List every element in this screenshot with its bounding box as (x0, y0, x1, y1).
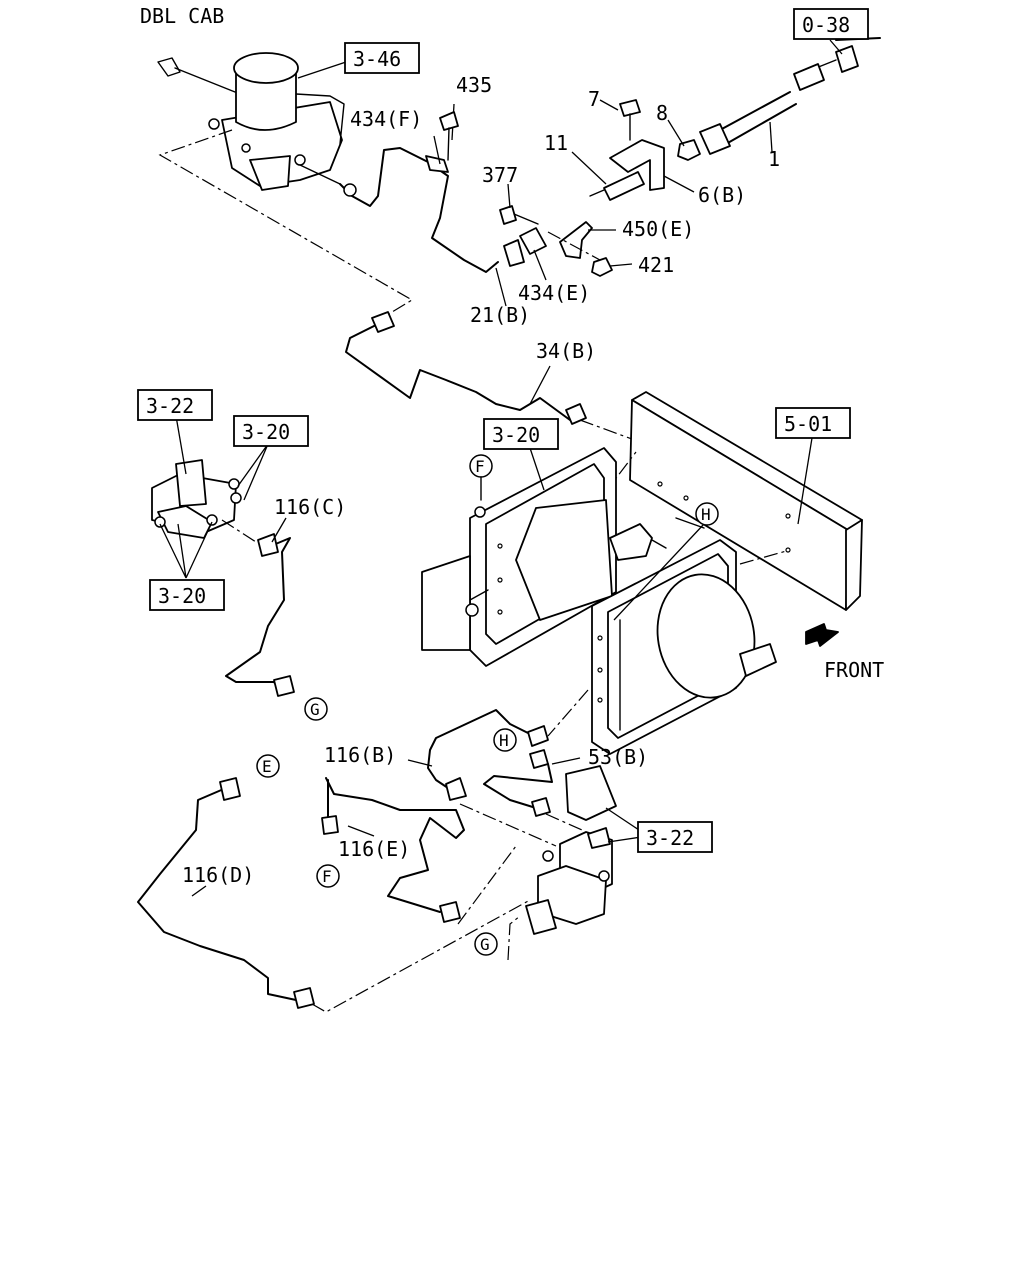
connector-11 (589, 171, 645, 201)
ref-box-3-20-lower[interactable]: 3-20 (149, 579, 225, 611)
svg-text:3-20: 3-20 (158, 584, 206, 608)
relay-valve-right (525, 765, 617, 935)
connector-marker-f-lower[interactable]: F (316, 864, 340, 888)
pipe-116c (225, 533, 295, 697)
svg-text:G: G (480, 935, 490, 954)
part-label-434f[interactable]: 434(F) (350, 107, 422, 131)
part-label-450e[interactable]: 450(E) (622, 217, 694, 241)
svg-text:3-46: 3-46 (353, 47, 401, 71)
svg-text:F: F (322, 867, 332, 886)
ref-box-3-20-tank[interactable]: 3-20 (483, 418, 559, 450)
holes (497, 481, 791, 703)
pipe-116e (321, 777, 465, 923)
svg-text:3-22: 3-22 (146, 394, 194, 418)
svg-text:0-38: 0-38 (802, 13, 850, 37)
ref-box-3-20-upper[interactable]: 3-20 (233, 415, 309, 447)
connector-marker-e[interactable]: E (256, 754, 280, 778)
connector-marker-g-left[interactable]: G (304, 697, 328, 721)
brake-hose-1 (699, 37, 881, 155)
ref-box-0-38[interactable]: 0-38 (793, 8, 869, 40)
ref-box-5-01[interactable]: 5-01 (775, 407, 851, 439)
part-label-7[interactable]: 7 (588, 87, 600, 111)
part-label-435[interactable]: 435 (456, 73, 492, 97)
part-label-21b[interactable]: 21(B) (470, 303, 530, 327)
connector-marker-h-lower[interactable]: H (493, 728, 517, 752)
part-label-116c[interactable]: 116(C) (274, 495, 346, 519)
pipe-21b (339, 147, 499, 273)
nut-8 (677, 139, 701, 161)
connector-marker-h-upper[interactable]: H (695, 502, 719, 526)
svg-text:5-01: 5-01 (784, 412, 832, 436)
front-arrow-icon (805, 623, 839, 647)
svg-text:H: H (701, 505, 711, 524)
part-label-8[interactable]: 8 (656, 101, 668, 125)
bolt-7 (619, 99, 641, 141)
diagram-title: DBL CAB (140, 4, 224, 28)
svg-text:3-20: 3-20 (242, 420, 290, 444)
ref-box-3-46[interactable]: 3-46 (344, 42, 420, 74)
nut-421 (591, 257, 613, 277)
pipe-116d (137, 777, 315, 1009)
part-label-53b[interactable]: 53(B) (588, 745, 648, 769)
part-label-6b[interactable]: 6(B) (698, 183, 746, 207)
bolt-435 (439, 111, 459, 161)
part-label-377[interactable]: 377 (482, 163, 518, 187)
svg-text:G: G (310, 700, 320, 719)
connector-marker-f-upper[interactable]: F (469, 454, 493, 501)
part-label-116b[interactable]: 116(B) (324, 743, 396, 767)
bolt-377 (499, 205, 539, 225)
part-label-421[interactable]: 421 (638, 253, 674, 277)
svg-text:3-22: 3-22 (646, 826, 694, 850)
part-label-116e[interactable]: 116(E) (338, 837, 410, 861)
ref-box-3-22-right[interactable]: 3-22 (637, 821, 713, 853)
front-label: FRONT (824, 658, 884, 682)
part-label-116d[interactable]: 116(D) (182, 863, 254, 887)
pipe-53b (483, 749, 553, 817)
connector-marker-g-lower[interactable]: G (474, 932, 498, 956)
bracket-6b (609, 139, 665, 191)
ref-box-3-22-left[interactable]: 3-22 (137, 389, 213, 421)
svg-text:F: F (475, 457, 485, 476)
air-tank-front (591, 539, 777, 755)
part-label-1[interactable]: 1 (768, 147, 780, 171)
part-label-434e[interactable]: 434(E) (518, 281, 590, 305)
svg-text:E: E (262, 757, 272, 776)
pipe-34b (345, 311, 587, 425)
relay-valve-left (151, 459, 242, 539)
check-valve (609, 517, 705, 561)
part-label-11[interactable]: 11 (544, 131, 568, 155)
tee-434e (503, 227, 547, 267)
svg-text:3-20: 3-20 (492, 423, 540, 447)
air-tank-rear (421, 447, 617, 667)
part-label-34b[interactable]: 34(B) (536, 339, 596, 363)
svg-text:H: H (499, 731, 509, 750)
air-dryer-assembly (157, 52, 345, 191)
bracket-450e (559, 221, 593, 259)
frame-side-rail (629, 391, 863, 611)
pipe-116b (427, 709, 549, 801)
